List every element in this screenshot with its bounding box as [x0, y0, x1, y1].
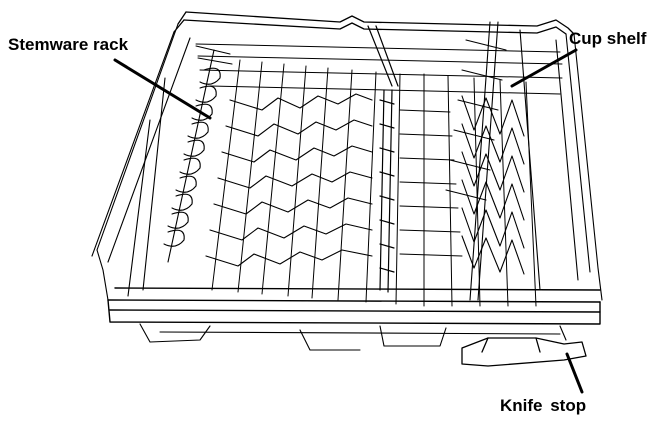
cup-leader	[510, 48, 578, 88]
right-side-wall	[519, 29, 603, 301]
knife-leader	[565, 352, 584, 394]
cup-shelf	[445, 21, 507, 301]
top-rim	[173, 11, 575, 35]
knife-stop	[461, 337, 587, 367]
stemware-rack-label: Stemware rack	[8, 35, 129, 54]
stemware-rack	[163, 45, 233, 263]
leader-lines	[113, 48, 584, 394]
left-side-wall	[91, 23, 191, 301]
base-frame	[139, 323, 567, 351]
tine-rows	[205, 93, 373, 267]
middle-cross-wires	[399, 109, 463, 257]
front-rail	[107, 287, 601, 325]
floor-grid	[211, 59, 537, 307]
cup-shelf-label: Cup shelf	[569, 29, 647, 48]
center-divider	[367, 25, 399, 293]
knife-stop-label: Knife stop	[500, 396, 587, 415]
right-tines	[461, 95, 525, 275]
back-wall	[195, 43, 563, 95]
stemware-leader	[113, 58, 212, 120]
rack-wireframe	[91, 11, 603, 367]
